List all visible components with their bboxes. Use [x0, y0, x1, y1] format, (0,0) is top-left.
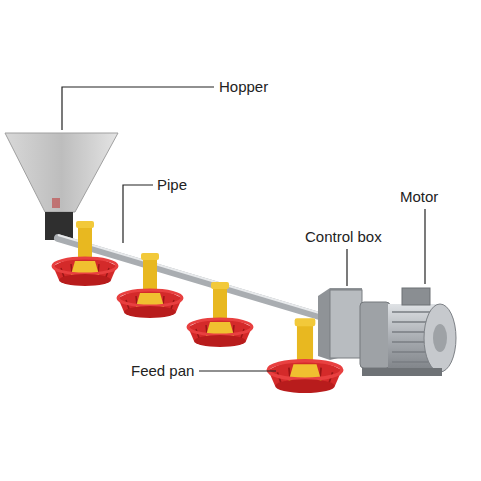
- part-label: Control box: [304, 228, 383, 246]
- part-label: Pipe: [156, 176, 188, 194]
- part-label: Feed pan: [130, 362, 195, 380]
- part-label: Hopper: [218, 78, 269, 96]
- part-label: Motor: [399, 188, 439, 206]
